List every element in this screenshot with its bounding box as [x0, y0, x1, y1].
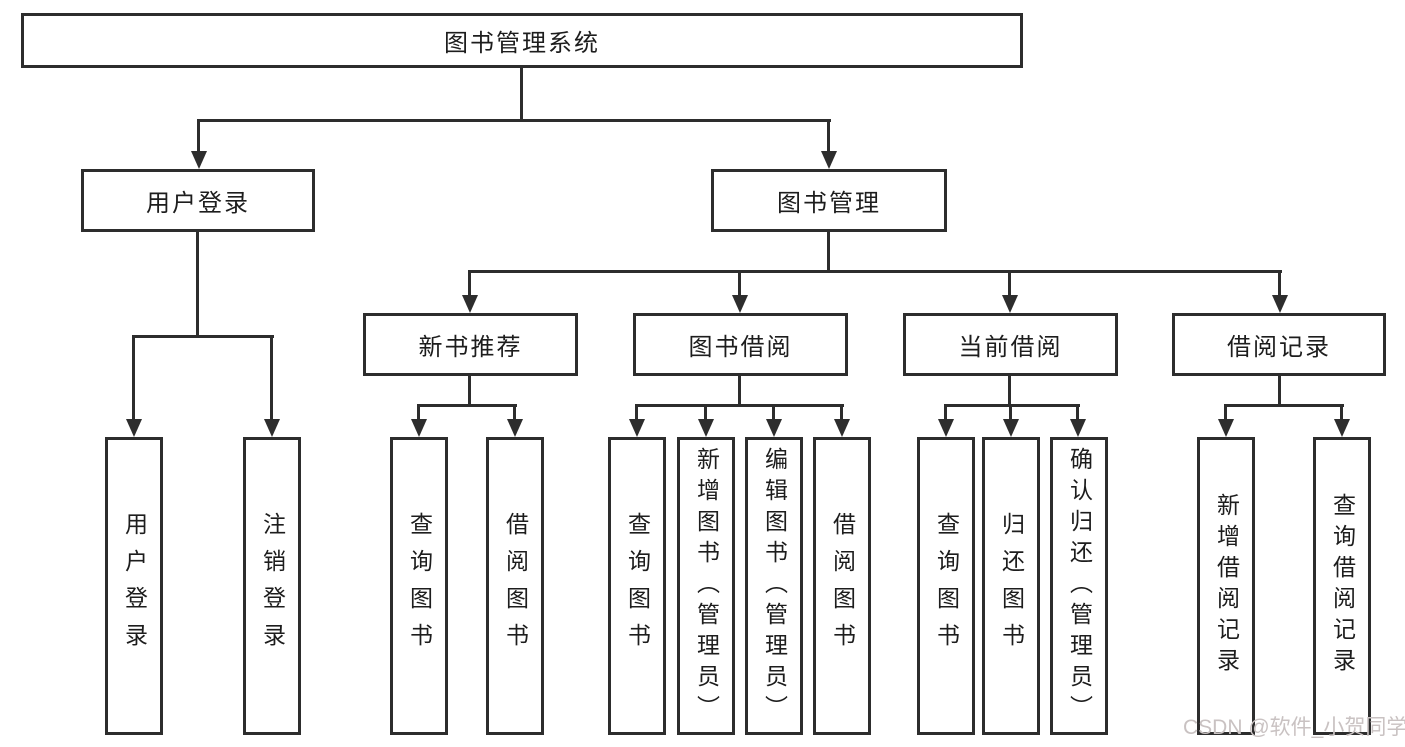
arrow-head — [1272, 295, 1288, 313]
node-leaf-logout: 注销登录 — [243, 437, 301, 735]
node-leaf-borrow-books: 借阅图书 — [813, 437, 871, 735]
connector-line — [513, 404, 516, 421]
connector-line — [1224, 404, 1344, 407]
node-leaf-query-borrow-record: 查询借阅记录 — [1313, 437, 1371, 735]
arrow-head — [264, 419, 280, 437]
arrow-head — [629, 419, 645, 437]
connector-line — [132, 335, 135, 421]
connector-line — [468, 270, 471, 298]
node-label: 确认归还（管理员） — [1066, 446, 1092, 726]
connector-line — [1009, 404, 1012, 421]
connector-line — [468, 375, 471, 406]
node-label: 当前借阅 — [958, 335, 1063, 361]
node-label: 编辑图书（管理员） — [761, 446, 787, 726]
node-label: 查询借阅记录 — [1329, 493, 1355, 679]
node-leaf-add-book-admin: 新增图书（管理员） — [677, 437, 735, 735]
connector-line — [1008, 375, 1011, 406]
connector-line — [270, 335, 273, 421]
connector-line — [944, 404, 1080, 407]
node-label: 图书借阅 — [688, 335, 793, 361]
arrow-head — [1070, 419, 1086, 437]
node-label: 查询图书 — [406, 512, 432, 660]
node-new-book-recommend: 新书推荐 — [363, 313, 578, 376]
node-label: 用户登录 — [146, 191, 250, 217]
arrow-head — [938, 419, 954, 437]
connector-line — [944, 404, 947, 421]
node-leaf-edit-book-admin: 编辑图书（管理员） — [745, 437, 803, 735]
node-book-management: 图书管理 — [711, 169, 947, 232]
connector-line — [197, 119, 200, 153]
connector-line — [132, 335, 274, 338]
connector-line — [840, 404, 843, 421]
node-label: 用户登录 — [121, 512, 147, 660]
connector-line — [704, 404, 707, 421]
connector-line — [827, 232, 830, 273]
node-leaf-query-books-current: 查询图书 — [917, 437, 975, 735]
csdn-watermark: CSDN @软件_小贺同学 — [1183, 716, 1405, 739]
connector-line — [520, 68, 523, 121]
node-label: 图书管理 — [777, 191, 881, 217]
connector-line — [1008, 270, 1011, 298]
arrow-head — [1002, 295, 1018, 313]
connector-line — [1076, 404, 1079, 421]
node-leaf-return-book: 归还图书 — [982, 437, 1040, 735]
node-label: 借阅图书 — [502, 512, 528, 660]
connector-line — [1278, 270, 1281, 298]
node-leaf-user-login: 用户登录 — [105, 437, 163, 735]
connector-line — [1340, 404, 1343, 421]
connector-line — [635, 404, 844, 407]
arrow-head — [1003, 419, 1019, 437]
arrow-head — [462, 295, 478, 313]
arrow-head — [732, 295, 748, 313]
arrow-head — [1334, 419, 1350, 437]
node-book-borrow: 图书借阅 — [633, 313, 848, 376]
arrow-head — [126, 419, 142, 437]
arrow-head — [698, 419, 714, 437]
arrow-head — [766, 419, 782, 437]
connector-line — [738, 375, 741, 406]
connector-line — [417, 404, 420, 421]
arrow-head — [191, 151, 207, 169]
node-borrow-records: 借阅记录 — [1172, 313, 1386, 376]
node-label: 归还图书 — [998, 512, 1024, 660]
node-leaf-confirm-return-admin: 确认归还（管理员） — [1050, 437, 1108, 735]
connector-line — [772, 404, 775, 421]
arrow-head — [821, 151, 837, 169]
node-leaf-add-borrow-record: 新增借阅记录 — [1197, 437, 1255, 735]
node-leaf-borrow-books-recommend: 借阅图书 — [486, 437, 544, 735]
node-label: 新增图书（管理员） — [693, 446, 719, 726]
connector-line — [1278, 375, 1281, 406]
node-label: 图书管理系统 — [444, 31, 600, 57]
node-leaf-query-books-recommend: 查询图书 — [390, 437, 448, 735]
node-label: 借阅记录 — [1227, 335, 1331, 361]
node-library-system: 图书管理系统 — [21, 13, 1023, 68]
node-current-borrow: 当前借阅 — [903, 313, 1118, 376]
connector-line — [197, 119, 831, 122]
arrow-head — [411, 419, 427, 437]
connector-line — [738, 270, 741, 298]
node-label: 新增借阅记录 — [1213, 493, 1239, 679]
node-label: 新书推荐 — [418, 335, 523, 361]
connector-line — [827, 119, 830, 153]
node-user-login: 用户登录 — [81, 169, 315, 232]
node-leaf-query-books-borrow: 查询图书 — [608, 437, 666, 735]
node-label: 查询图书 — [624, 512, 650, 660]
connector-line — [468, 270, 1282, 273]
node-label: 借阅图书 — [829, 512, 855, 660]
node-label: 注销登录 — [259, 512, 285, 660]
node-label: 查询图书 — [933, 512, 959, 660]
connector-line — [1224, 404, 1227, 421]
arrow-head — [834, 419, 850, 437]
arrow-head — [1218, 419, 1234, 437]
connector-line — [635, 404, 638, 421]
connector-line — [417, 404, 517, 407]
arrow-head — [507, 419, 523, 437]
connector-line — [196, 232, 199, 338]
